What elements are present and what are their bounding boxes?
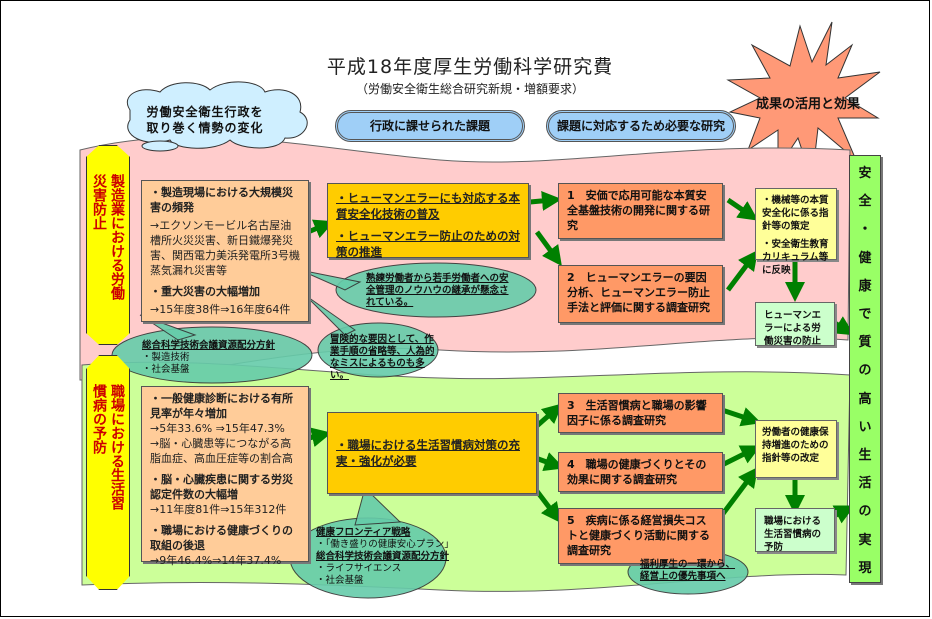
research-box-5: 5 疾病に係る経営損失コストと健康づくり活動に関する調査研究: [558, 508, 723, 564]
situation-heading: ・一般健康診断における有所見率が年々増加: [150, 392, 293, 420]
issue-item: ・職場における生活習慣病対策の充実・強化が必要: [336, 438, 520, 468]
issue-box-bottom: ・職場における生活習慣病対策の充実・強化が必要: [327, 412, 537, 494]
arrow: [720, 445, 761, 468]
result-bar-char: 健: [858, 250, 872, 266]
result-bar-char: 安: [858, 166, 872, 181]
result-bar-char: 実: [858, 532, 872, 548]
section-tag-line: 職場における生活習: [109, 384, 125, 510]
page-title: 平成18年度厚生労働科学研究費: [326, 56, 614, 78]
bubble-item: ・社会基盤: [142, 364, 190, 375]
policy-bubble-bottom-text: 健康フロンティア戦略 ・「働き盛りの健康安心プラン」 総合科学技術会議資源配分方…: [316, 527, 456, 587]
situation-heading: ・製造現場における大規模災害の頻発: [150, 186, 293, 214]
situation-heading: ・脳・心臓疾患に関する労災認定件数の大幅増: [150, 473, 293, 501]
cost-bubble-text: 福利厚生の一環から、経営上の優先事項へ: [640, 559, 740, 583]
situation-box-top: ・製造現場における大規模災害の頻発 →エクソンモービル名古屋油槽所火災災害、新日…: [141, 180, 309, 322]
issue-box-top: ・ヒューマンエラーにも対応する本質安全化技術の普及 ・ヒューマンエラー防止のため…: [327, 183, 529, 259]
knowhow-bubble: [335, 262, 537, 318]
result-bar-char: い: [858, 419, 872, 435]
situation-detail: →9年46.4%⇒14年37.4%: [150, 554, 282, 567]
research-box-2: 2 ヒューマンエラーの要因分析、ヒューマンエラー防止手法と評価に関する調査研究: [558, 265, 723, 323]
bubble-heading: 総合科学技術会議資源配分方針: [142, 340, 276, 351]
section-tag-line: 慣病の予防: [91, 384, 107, 454]
bubble-item: ・社会基盤: [316, 575, 364, 586]
arrow: [720, 467, 758, 517]
situation-header: 労働安全衛生行政を 取り巻く情勢の変化: [125, 104, 285, 136]
page-subtitle: （労働安全衛生総合研究新規・増額要求）: [355, 82, 584, 96]
situation-detail: →脳・心臓患等につながる高脂血症、高血圧症等の割合高: [150, 437, 293, 465]
bubble-line: 冒険的な要因として、作業手順の省略等、人為的なミスによるものも多い。: [330, 334, 435, 381]
arrow: [726, 250, 758, 292]
result-bar: 安全・健康で質の高い生活の実現: [849, 155, 881, 583]
research-box-4: 4 職場の健康づくりとその効果に関する調査研究: [558, 452, 723, 492]
situation-detail: →5年33.6% ⇒15年47.3%: [150, 422, 285, 435]
result-bar-char: の: [858, 363, 872, 379]
bubble-line: 福利厚生の一環から、経営上の優先事項へ: [640, 559, 736, 582]
situation-detail: →エクソンモービル名古屋油槽所火災災害、新日鐵爆発災害、関西電力美浜発電所3号機…: [150, 219, 300, 277]
section-tag-lifestyle: 職場における生活習 慣病の予防: [86, 355, 130, 590]
issue-item: ・ヒューマンエラーにも対応する本質安全化技術の普及: [336, 191, 520, 221]
result-bar-char: 活: [858, 476, 872, 492]
arrow: [307, 219, 335, 239]
situation-header-line: 労働安全衛生行政を: [146, 105, 264, 119]
result-bar-char: 現: [858, 560, 872, 576]
outcome-measure-item: ・機械等の本質安全化に係る指針等の策定: [762, 195, 829, 232]
situation-detail: →11年度81件⇒15年312件: [150, 503, 287, 516]
result-bar-char: ・: [858, 222, 872, 238]
outcome-measures-bottom: 労働者の健康保持増進のための指針等の改定: [755, 420, 837, 478]
result-bar-char: 全: [858, 194, 872, 210]
bubble-heading: 健康フロンティア戦略: [316, 527, 411, 538]
arrow: [721, 407, 762, 427]
research-header: 課題に対応するため必要な研究: [546, 110, 736, 142]
outcome-effect-bottom: 職場における生活習慣病の予防: [755, 508, 835, 553]
bubble-item: ・「働き盛りの健康安心プラン」: [316, 539, 454, 550]
arrow: [726, 197, 759, 221]
policy-bubble-top-text: 総合科学技術会議資源配分方針 ・製造技術 ・社会基盤: [142, 340, 292, 376]
section-tag-manufacturing: 製造業における労働 災害防止: [86, 145, 130, 345]
situation-header-line: 取り巻く情勢の変化: [146, 121, 264, 135]
situation-heading: ・重大災害の大幅増加: [150, 285, 260, 298]
situation-detail: →15年度38件⇒16年度64件: [150, 303, 291, 316]
research-box-1: 1 安価で応用可能な本質安全基盤技術の開発に関する研究: [558, 183, 723, 239]
bubble-line: 熟練労働者から若手労働者への安全管理のノウハウの継承が懸念されている。: [366, 273, 509, 308]
human-error-bubble-text: 冒険的な要因として、作業手順の省略等、人為的なミスによるものも多い。: [330, 334, 440, 382]
bubble-item: ・製造技術: [142, 352, 190, 363]
arrow: [529, 190, 562, 211]
result-bar-char: で: [858, 307, 872, 323]
section-tag-line: 製造業における労働: [109, 174, 125, 300]
situation-heading: ・職場における健康づくりの取組の後退: [150, 524, 293, 552]
result-bar-char: 高: [858, 391, 872, 407]
result-bar-char: 生: [858, 448, 872, 464]
result-bar-char: 質: [858, 335, 872, 351]
bubble-item: ・ライフサイエンス: [316, 563, 402, 574]
research-box-3: 3 生活習慣病と職場の影響因子に係る調査研究: [558, 393, 723, 433]
result-bar-char: の: [858, 504, 872, 520]
situation-box-bottom: ・一般健康診断における有所見率が年々増加 →5年33.6% ⇒15年47.3% …: [141, 386, 309, 567]
human-error-bubble: [317, 322, 439, 378]
issues-header: 行政に課せられた課題: [335, 110, 525, 142]
knowhow-bubble-text: 熟練労働者から若手労働者への安全管理のノウハウの継承が懸念されている。: [366, 273, 516, 309]
outcomes-header: 成果の活用と効果: [755, 97, 860, 112]
outcome-measures-top: ・機械等の本質安全化に係る指針等の策定 ・安全衛生教育カリキュラム等に反映: [755, 188, 837, 276]
section-tag-line: 災害防止: [91, 174, 107, 230]
issue-item: ・ヒューマンエラー防止のための対策の推進: [336, 229, 520, 259]
outcome-effect-top: ヒューマンエラーによる労働災害の防止: [755, 302, 835, 347]
result-bar-char: 康: [858, 278, 872, 294]
bubble-heading: 総合科学技術会議資源配分方針: [316, 551, 450, 562]
outcome-measure-item: ・安全衛生教育カリキュラム等に反映: [762, 239, 829, 276]
arrow: [534, 230, 562, 267]
